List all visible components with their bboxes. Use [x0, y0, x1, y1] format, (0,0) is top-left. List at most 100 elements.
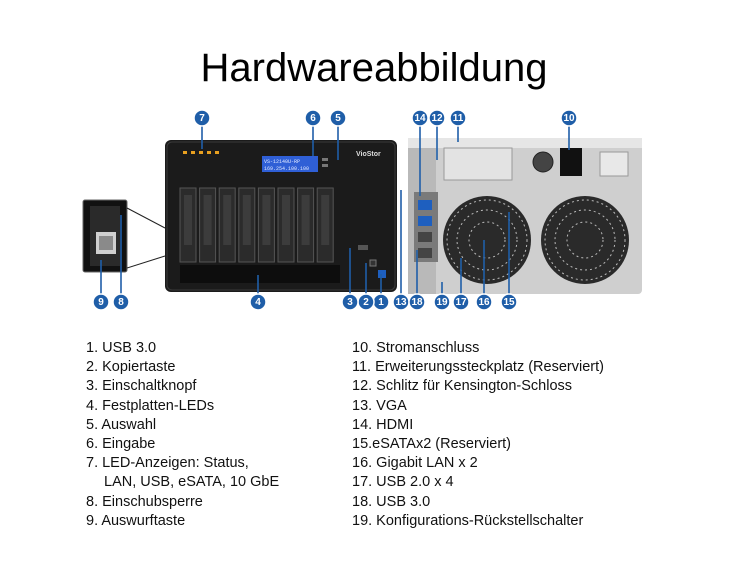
callout-number: 15 [503, 297, 515, 308]
callout-19: 19 [433, 293, 451, 311]
callout-badge [433, 293, 451, 311]
legend-item-6: 6. Eingabe [86, 436, 156, 453]
select-button [322, 158, 328, 161]
drive-bay-handle [184, 195, 192, 245]
callout-badge [112, 293, 130, 311]
legend-item-13: 13. VGA [352, 397, 407, 414]
callout-14: 14 [411, 109, 429, 127]
callout-badge [560, 109, 578, 127]
callout-4: 4 [249, 293, 267, 311]
callout-number: 12 [431, 113, 443, 124]
callout-badge [411, 109, 429, 127]
callout-17: 17 [452, 293, 470, 311]
callout-3: 3 [341, 293, 359, 311]
legend-item-19: 19. Konfigurations-Rückstellschalter [352, 512, 584, 529]
legend-item-1: 1. USB 3.0 [86, 340, 157, 356]
callout-number: 16 [478, 297, 490, 308]
callout-number: 18 [411, 297, 423, 308]
legend-item-3: 3. Einschaltknopf [86, 378, 197, 395]
callout-number: 6 [310, 113, 316, 124]
callout-badge [449, 109, 467, 127]
callout-number: 5 [335, 113, 341, 124]
legend-item-10: 10. Stromanschluss [352, 340, 480, 356]
enter-button [322, 164, 328, 167]
callout-badge [249, 293, 267, 311]
callout-1: 1 [372, 293, 390, 311]
legend-item-16: 16. Gigabit LAN x 2 [352, 455, 478, 472]
drive-bays [179, 187, 334, 263]
callout-badge [304, 109, 322, 127]
copy-button [369, 259, 377, 267]
legend-item-17: 17. USB 2.0 x 4 [352, 474, 454, 491]
callout-number: 2 [363, 297, 369, 308]
legend-item-9: 9. Auswurftaste [86, 512, 186, 529]
front-usb-port [378, 270, 386, 278]
callout-badge [408, 293, 426, 311]
callout-15: 15 [500, 293, 518, 311]
callout-5: 5 [329, 109, 347, 127]
hardware-figure: VS-12140U-RP 169.254.100.100 VioStor [82, 109, 642, 311]
legend-item-18: 18. USB 3.0 [352, 493, 431, 510]
power-button [358, 245, 368, 250]
legend-item-4: 4. Festplatten-LEDs [86, 397, 215, 414]
drive-bay-handle [282, 195, 290, 245]
legend-left: 1. USB 3.0 2. Kopiertaste 3. Einschaltkn… [86, 339, 279, 531]
page-title: Hardwareabbildung [200, 46, 548, 90]
legend-right: 10. Stromanschluss 11. Erweiterungssteck… [352, 339, 604, 531]
legend-item-12: 12. Schlitz für Kensington-Schloss [352, 378, 573, 395]
lcd-line1: VS-12140U-RP [264, 159, 300, 165]
lcd-line2: 169.254.100.100 [264, 166, 309, 172]
drive-bay-handle [203, 195, 212, 245]
callout-badge [329, 109, 347, 127]
legend-item-5: 5. Auswahl [86, 416, 157, 433]
status-leds [183, 151, 219, 154]
legend-item-11: 11. Erweiterungssteckplatz (Reserviert) [352, 359, 604, 376]
callout-12: 12 [428, 109, 446, 127]
legend-item-7-continued: LAN, USB, eSATA, 10 GbE [104, 474, 280, 491]
callout-number: 9 [98, 297, 104, 308]
callout-number: 3 [347, 297, 353, 308]
drive-bay-handle [301, 195, 310, 245]
callout-number: 8 [118, 297, 124, 308]
rear-chassis [408, 138, 642, 294]
legend-item-7: 7. LED-Anzeigen: Status, [86, 455, 249, 472]
callout-badge [452, 293, 470, 311]
callout-6: 6 [304, 109, 322, 127]
rear-fan-left [443, 196, 531, 284]
callout-number: 19 [436, 297, 448, 308]
drive-bay-handle [242, 195, 251, 245]
legend-item-2: 2. Kopiertaste [86, 359, 176, 376]
legend-item-8: 8. Einschubsperre [86, 493, 203, 510]
callout-13: 13 [392, 293, 410, 311]
callout-number: 11 [453, 113, 464, 124]
callout-badge [475, 293, 493, 311]
callout-11: 11 [449, 109, 467, 127]
callout-badge [193, 109, 211, 127]
callout-badge [500, 293, 518, 311]
callout-badge [92, 293, 110, 311]
callout-8: 8 [112, 293, 130, 311]
drive-bay-handle [321, 195, 330, 245]
leader-lines [100, 120, 570, 302]
legend-item-14: 14. HDMI [352, 416, 414, 433]
callout-number: 10 [563, 113, 575, 124]
callout-badge [341, 293, 359, 311]
callout-number: 1 [378, 297, 384, 308]
front-chassis: VS-12140U-RP 169.254.100.100 VioStor [165, 140, 397, 292]
rear-fan-right [541, 196, 629, 284]
callout-10: 10 [560, 109, 578, 127]
callout-7: 7 [193, 109, 211, 127]
callout-number: 17 [455, 297, 467, 308]
drive-tray-closeup [82, 199, 166, 273]
legend-item-15: 15.eSATAx2 (Reserviert) [352, 436, 512, 453]
callout-number: 13 [395, 297, 407, 308]
callout-16: 16 [475, 293, 493, 311]
callout-number: 7 [199, 113, 205, 124]
callout-number: 4 [255, 297, 261, 308]
callout-number: 14 [414, 113, 426, 124]
lcd-display [262, 156, 318, 172]
brand-label: VioStor [356, 151, 381, 158]
callout-badge [428, 109, 446, 127]
drive-bay-handle [262, 195, 271, 245]
